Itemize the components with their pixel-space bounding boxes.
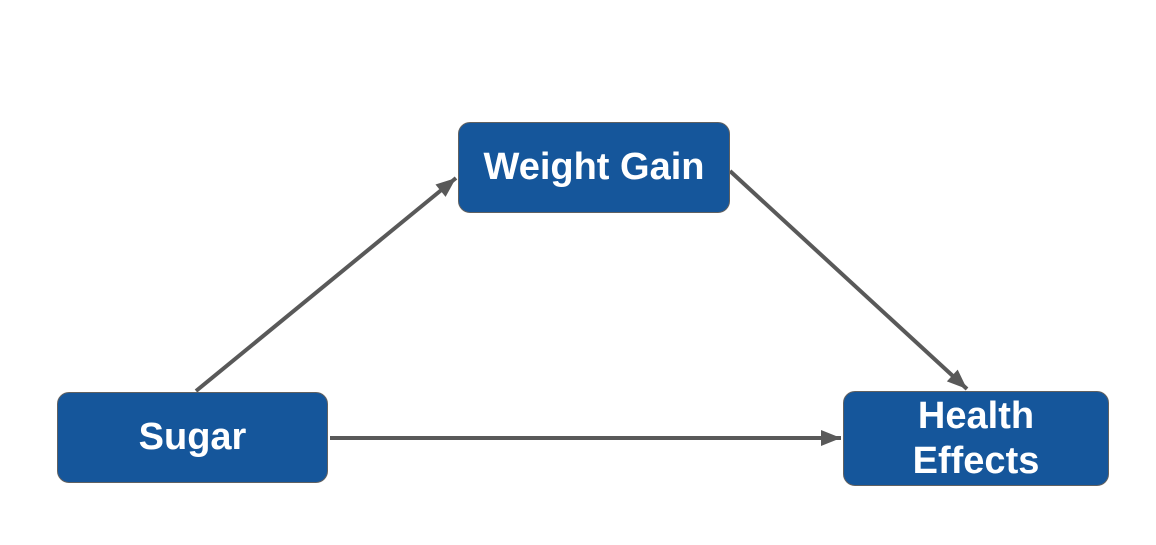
node-sugar[interactable]: Sugar — [57, 392, 328, 483]
node-weight-gain-label: Weight Gain — [483, 146, 705, 188]
node-health-effects-label: Health Effects — [912, 394, 1040, 482]
node-weight-gain[interactable]: Weight Gain — [458, 122, 730, 213]
edge-sugar-to-weight-gain[interactable] — [194, 176, 458, 393]
node-sugar-label: Sugar — [138, 416, 247, 458]
node-health-effects[interactable]: Health Effects — [843, 391, 1109, 486]
edge-weight-gain-to-health-effects[interactable] — [728, 169, 969, 391]
